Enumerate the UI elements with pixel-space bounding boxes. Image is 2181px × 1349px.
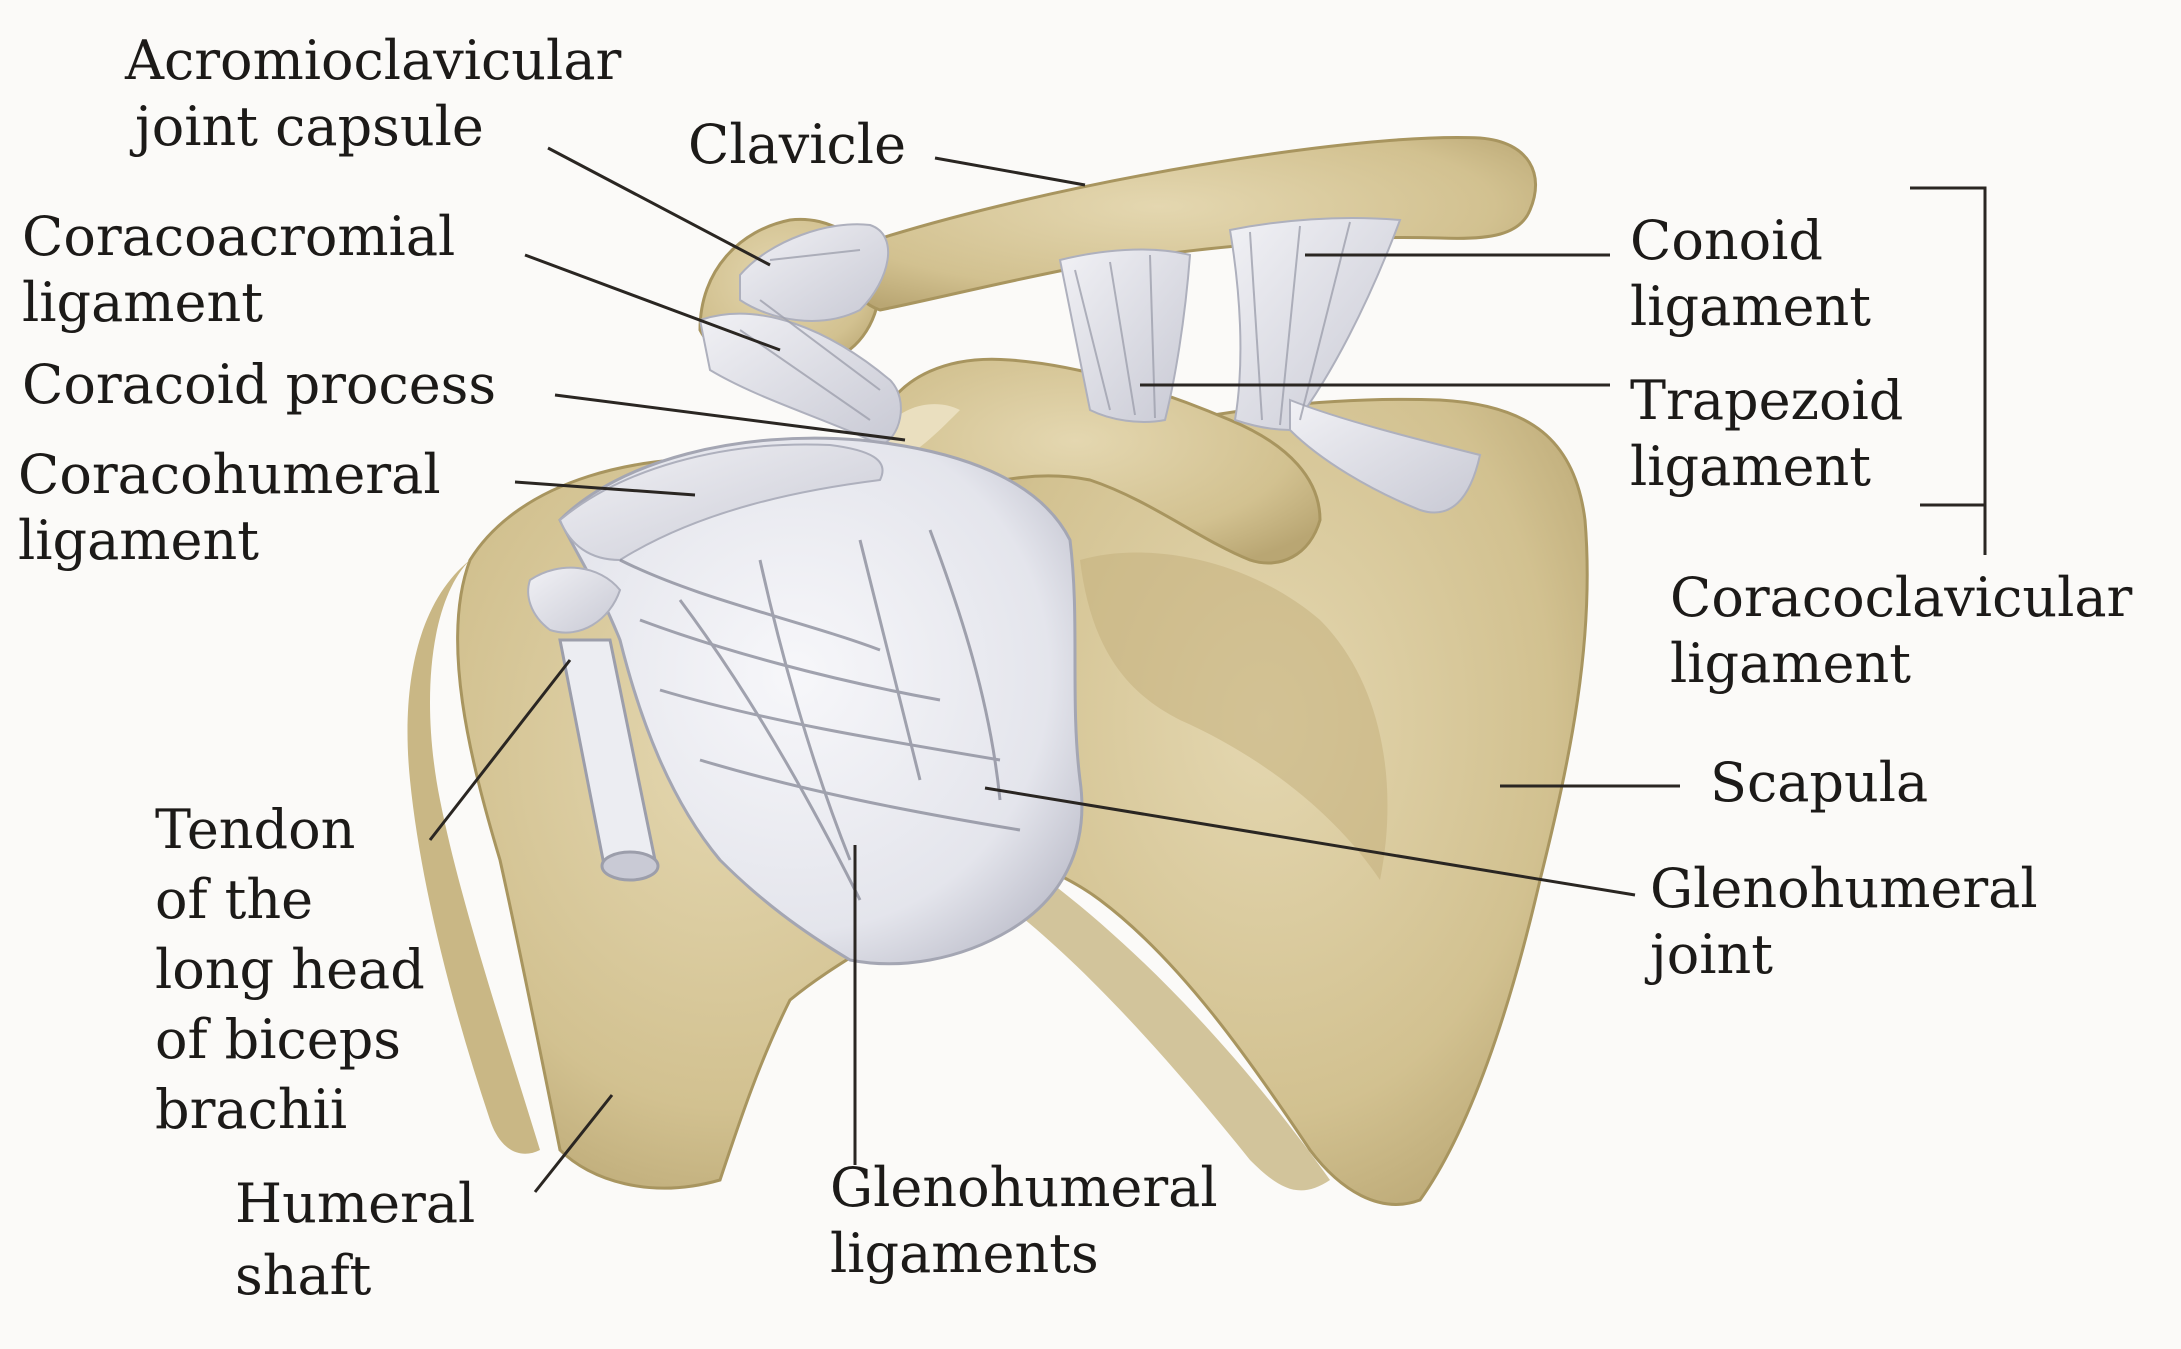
conoid-ligament-shape <box>1228 217 1402 432</box>
label-line: joint capsule <box>135 95 484 158</box>
label-glenohumeral-ligaments: Glenohumeral ligaments <box>830 1155 1218 1287</box>
lateral-border <box>1000 860 1330 1191</box>
leader-ac-capsule <box>547 146 771 267</box>
label-line: brachii <box>155 1078 348 1141</box>
label-line: Coracohumeral <box>18 443 441 506</box>
label-tendon-biceps: Tendon of the long head of biceps brachi… <box>155 795 425 1145</box>
label-acromioclavicular-capsule: Acromioclavicular joint capsule <box>125 28 621 160</box>
label-line: of the <box>155 868 314 931</box>
label-line: ligament <box>18 509 259 572</box>
leader-lines <box>428 146 1987 1193</box>
label-line: Scapula <box>1710 751 1929 814</box>
label-line: Coracoclavicular <box>1670 566 2133 629</box>
label-line: ligament <box>1630 275 1871 338</box>
leader-clavicle <box>934 156 1086 187</box>
label-line: Humeral <box>235 1172 476 1235</box>
leader-coracoid <box>554 393 906 442</box>
label-line: shaft <box>235 1244 372 1307</box>
coracoclavicular-bracket <box>1910 186 1987 507</box>
label-coracoid-process: Coracoid process <box>22 352 496 418</box>
leader-coracohumeral <box>514 480 696 497</box>
scapula-neck-shadow <box>1080 552 1388 880</box>
label-line: Conoid <box>1630 209 1823 272</box>
label-line: ligament <box>22 271 263 334</box>
greater-tubercle <box>407 560 540 1154</box>
coracohumeral-ligament-shape <box>558 443 884 562</box>
label-line: Coracoid process <box>22 353 497 416</box>
label-glenohumeral-joint: Glenohumeral joint <box>1650 856 2038 988</box>
label-line: Tendon <box>155 798 356 861</box>
label-line: Glenohumeral <box>1650 857 2038 920</box>
label-line: Clavicle <box>688 113 907 176</box>
biceps-tendon-shape <box>527 566 660 882</box>
label-line: ligaments <box>830 1222 1099 1285</box>
label-line: Coracoacromial <box>22 205 456 268</box>
leader-tendon <box>428 659 572 841</box>
coracoacromial-ligament-shape <box>698 312 902 447</box>
label-scapula: Scapula <box>1710 750 1928 816</box>
label-clavicle: Clavicle <box>688 112 906 178</box>
label-line: joint <box>1650 923 1774 986</box>
label-line: long head <box>155 938 425 1001</box>
joint-capsule-shape <box>558 436 1084 966</box>
label-trapezoid: Trapezoid ligament <box>1630 368 1903 500</box>
label-coracoacromial: Coracoacromial ligament <box>22 204 455 336</box>
label-line: ligament <box>1630 435 1871 498</box>
label-coracohumeral: Coracohumeral ligament <box>18 442 441 574</box>
label-line: Acromioclavicular <box>125 29 622 92</box>
label-line: of biceps <box>155 1008 401 1071</box>
leader-humeral-shaft <box>533 1094 614 1193</box>
label-coracoclavicular: Coracoclavicular ligament <box>1670 565 2132 697</box>
capsule-fibers <box>619 529 1021 901</box>
leader-coracoacromial <box>524 253 781 352</box>
trapezoid-ligament-shape <box>1058 248 1192 423</box>
conoid-fan <box>1289 398 1482 514</box>
label-humeral-shaft: Humeral shaft <box>235 1168 475 1312</box>
label-conoid: Conoid ligament <box>1630 208 1871 340</box>
label-line: Trapezoid <box>1630 369 1904 432</box>
label-line: ligament <box>1670 632 1911 695</box>
ac-capsule-shape <box>739 223 889 322</box>
label-line: Glenohumeral <box>830 1156 1218 1219</box>
leader-gh-joint <box>984 786 1636 897</box>
clavicle-shape <box>848 135 1538 312</box>
